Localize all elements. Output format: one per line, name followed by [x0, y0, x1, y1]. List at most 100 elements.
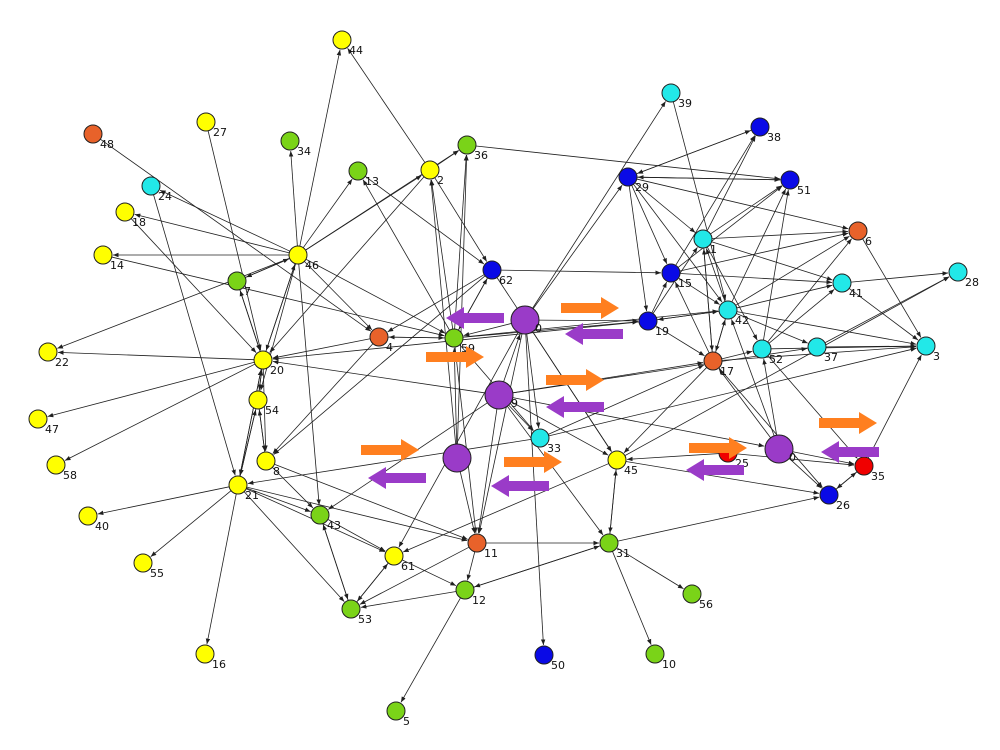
node-54[interactable]: 54 — [248, 390, 279, 417]
edge-15-to-38 — [675, 135, 756, 266]
edge-37-to-28 — [824, 276, 950, 344]
edge-1-to-51 — [710, 185, 782, 235]
node-36[interactable]: 36 — [457, 135, 488, 162]
node-7[interactable]: 7 — [227, 271, 251, 298]
edge-61-to-12 — [401, 559, 457, 587]
node-circle — [780, 170, 800, 190]
node-27[interactable]: 27 — [196, 112, 227, 139]
node-48[interactable]: 48 — [83, 124, 114, 151]
node-1[interactable]: 1 — [693, 229, 717, 256]
node-20[interactable]: 20 — [253, 350, 284, 377]
node-circle — [618, 167, 638, 187]
node-45[interactable]: 45 — [607, 450, 638, 477]
node-label: 40 — [95, 520, 109, 533]
node-31[interactable]: 31 — [599, 533, 630, 560]
node-13[interactable]: 13 — [348, 161, 379, 188]
node-21[interactable]: 21 — [228, 475, 259, 502]
node-label: 39 — [678, 97, 692, 110]
edge-29-to-15 — [631, 185, 668, 265]
node-55[interactable]: 55 — [133, 553, 164, 580]
edge-53-to-61 — [356, 563, 389, 603]
node-50[interactable]: 50 — [534, 645, 565, 672]
node-circle — [819, 485, 839, 505]
node-35[interactable]: 35 — [854, 456, 885, 483]
edge-30-to-45 — [532, 331, 612, 452]
node-58[interactable]: 58 — [46, 455, 77, 482]
node-label: 13 — [365, 175, 379, 188]
edge-51-to-29 — [637, 175, 782, 181]
node-41[interactable]: 41 — [832, 273, 863, 300]
node-circle — [661, 83, 681, 103]
node-circle — [196, 112, 216, 132]
edge-39-to-42 — [672, 101, 727, 301]
node-47[interactable]: 47 — [28, 409, 59, 436]
node-12[interactable]: 12 — [455, 580, 486, 607]
node-circle — [195, 644, 215, 664]
node-circle — [764, 434, 794, 464]
node-2[interactable]: 2 — [420, 160, 444, 187]
node-24[interactable]: 24 — [141, 176, 172, 203]
edge-48-to-4 — [100, 138, 372, 332]
node-16[interactable]: 16 — [195, 644, 226, 671]
node-51[interactable]: 51 — [780, 170, 811, 197]
edge-29-to-1 — [634, 182, 696, 233]
edge-41-to-28 — [850, 271, 949, 283]
node-9[interactable]: 9 — [484, 380, 518, 410]
edge-15-to-51 — [677, 185, 783, 268]
node-61[interactable]: 61 — [384, 546, 415, 573]
node-6h[interactable] — [442, 443, 472, 473]
node-44[interactable]: 44 — [332, 30, 363, 57]
edge-21-to-16 — [205, 493, 237, 645]
node-62[interactable]: 62 — [482, 260, 513, 287]
node-label: 22 — [55, 356, 69, 369]
node-5[interactable]: 5 — [386, 701, 410, 728]
node-10[interactable]: 10 — [645, 644, 676, 671]
node-56[interactable]: 56 — [682, 584, 713, 611]
edge-17-to-52 — [721, 350, 753, 360]
node-17[interactable]: 17 — [703, 351, 734, 378]
node-40[interactable]: 40 — [78, 506, 109, 533]
node-15[interactable]: 15 — [661, 263, 692, 290]
node-29[interactable]: 29 — [618, 167, 649, 194]
node-26[interactable]: 26 — [819, 485, 850, 512]
node-label: 27 — [213, 126, 227, 139]
node-43[interactable]: 43 — [310, 505, 341, 532]
edge-38-to-29 — [637, 129, 752, 174]
edge-6h-to-36 — [457, 154, 469, 445]
node-22[interactable]: 22 — [38, 342, 69, 369]
node-14[interactable]: 14 — [93, 245, 124, 272]
node-label: 0 — [535, 322, 542, 335]
edge-30-to-29 — [532, 184, 623, 309]
edge-9-to-45 — [511, 401, 609, 456]
edge-59-to-13 — [362, 179, 450, 331]
node-37[interactable]: 37 — [807, 337, 838, 364]
purple-left-arrow-icon — [565, 323, 623, 345]
node-11[interactable]: 11 — [467, 533, 498, 560]
node-52[interactable]: 52 — [752, 339, 783, 366]
node-circle — [46, 455, 66, 475]
purple-left-arrow-icon — [546, 396, 604, 418]
node-42[interactable]: 42 — [718, 300, 749, 327]
node-8[interactable]: 8 — [256, 451, 280, 478]
node-3[interactable]: 3 — [916, 336, 940, 363]
node-label: 56 — [699, 598, 713, 611]
node-circle — [693, 229, 713, 249]
edge-21-to-43 — [246, 487, 311, 512]
node-18[interactable]: 18 — [115, 202, 146, 229]
node-30[interactable]: 0 — [510, 305, 542, 335]
node-60[interactable]: 0 — [764, 434, 796, 464]
node-53[interactable]: 53 — [341, 599, 372, 626]
node-39[interactable]: 39 — [661, 83, 692, 110]
node-4[interactable]: 4 — [369, 327, 393, 354]
node-33[interactable]: 33 — [530, 428, 561, 455]
node-6[interactable]: 6 — [848, 221, 872, 248]
node-28[interactable]: 28 — [948, 262, 979, 289]
node-circle — [348, 161, 368, 181]
node-19[interactable]: 19 — [638, 311, 669, 338]
node-38[interactable]: 38 — [750, 117, 781, 144]
node-34[interactable]: 34 — [280, 131, 311, 158]
edge-8-to-54 — [257, 409, 266, 453]
node-46[interactable]: 46 — [288, 245, 319, 272]
edge-12-to-53 — [360, 591, 457, 609]
purple-left-arrow-icon — [491, 475, 549, 497]
